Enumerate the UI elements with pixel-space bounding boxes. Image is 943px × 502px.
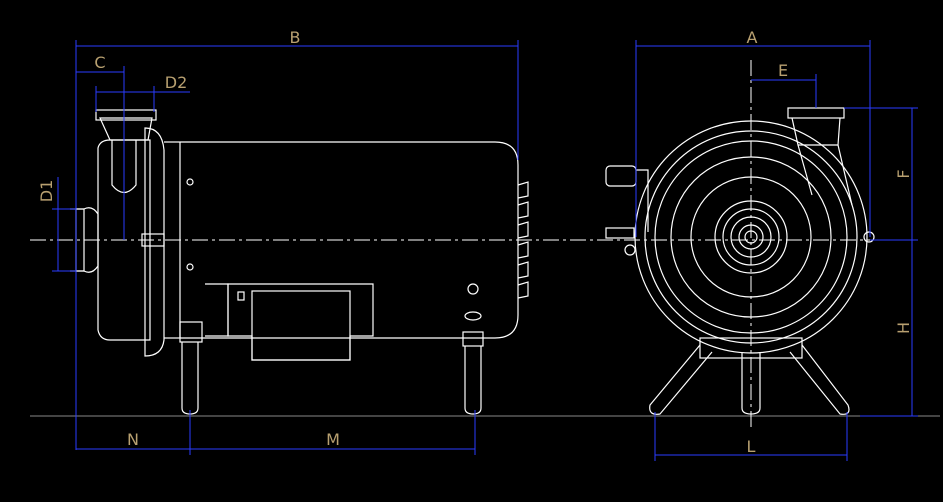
hub-outer [714,200,788,274]
front-leg-center [741,352,761,415]
front-leg-left [649,344,713,415]
casing-ring-1 [644,130,858,344]
dimension-labels: B C D2 D1 N M A E F H L [37,28,913,456]
valve-stem [636,169,649,232]
front-leg-right [789,344,850,415]
shaft [738,224,764,250]
rear-leg-nut [462,331,484,347]
label-A: A [747,28,758,47]
cooling-fins [517,181,529,299]
dimension-lines [52,40,918,461]
shaft-core [744,230,758,244]
rear-plug [464,311,482,321]
label-N: N [127,430,139,449]
label-E: E [778,61,788,80]
label-C: C [94,53,105,72]
outlet-flange [95,109,157,121]
label-F: F [894,169,913,178]
bolt-lower [186,263,194,271]
clamp [141,233,165,247]
pump-casing [97,139,151,341]
side-view [30,109,940,417]
terminal-box-cover [251,290,351,361]
casing-outer [634,120,868,354]
front-leg-nut [179,321,203,343]
bolt-upper [186,178,194,186]
casing-ring-3 [670,156,832,318]
terminal-screw [237,291,245,301]
clamp-left [605,227,635,239]
impeller-ring [690,176,812,298]
bolt-rear [467,283,479,295]
label-L: L [747,437,756,456]
label-D2: D2 [165,73,188,92]
hub-ring [722,208,780,266]
casing-ring-2 [654,140,848,334]
label-H: H [894,322,913,334]
hub-inner [730,216,772,258]
outlet-body-front [797,144,853,206]
motor-body [180,141,519,339]
outlet-neck [99,117,153,141]
back-plate [144,127,165,357]
label-D1: D1 [37,180,56,203]
outlet-neck-front [791,117,841,146]
clamp-bolt-left [624,244,636,256]
leg-base [699,337,803,359]
front-view [605,60,875,430]
label-B: B [290,28,301,47]
rear-leg [464,346,482,415]
clamp-bolt-right [863,231,875,243]
label-M: M [326,430,340,449]
foot-bracket [205,283,229,337]
